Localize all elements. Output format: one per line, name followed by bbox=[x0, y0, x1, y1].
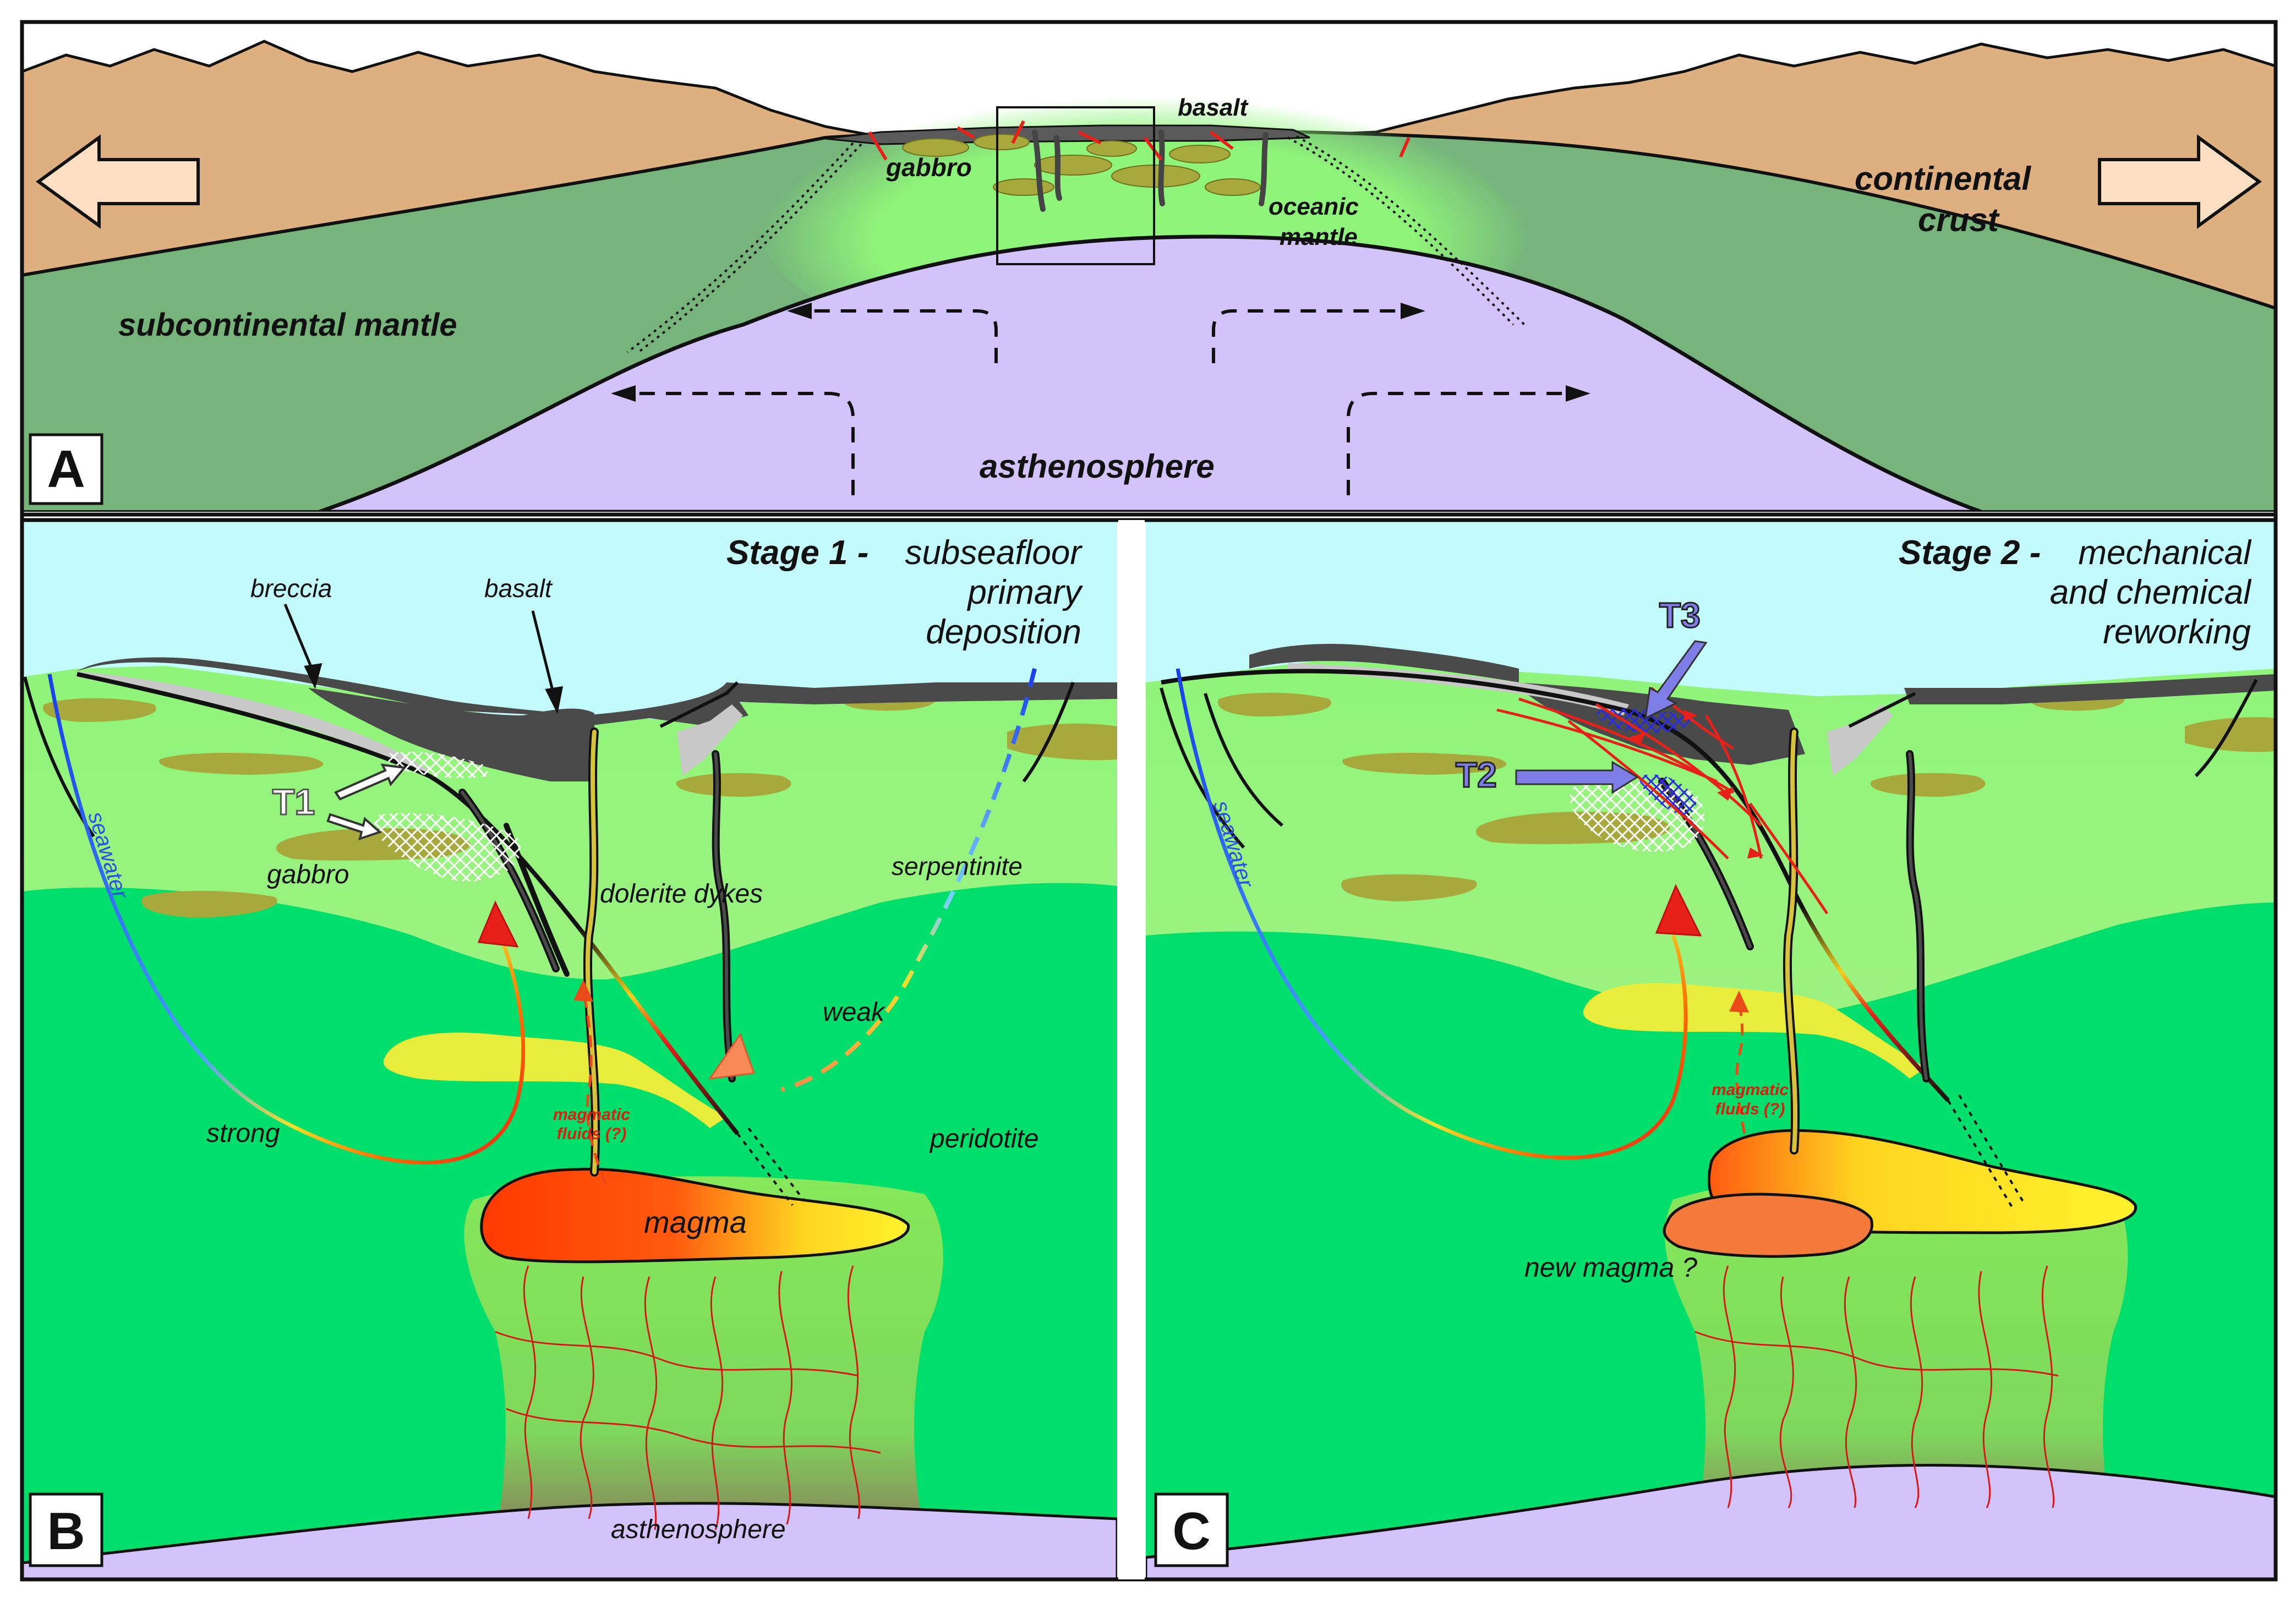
label-magmatic-c-1: magmatic bbox=[1712, 1081, 1789, 1099]
t2-hatch-blue bbox=[1639, 774, 1696, 815]
label-asthenosphere-b: asthenosphere bbox=[611, 1515, 786, 1544]
panel-letter-box-c bbox=[1154, 1492, 1229, 1567]
label-continental-crust-1: continental bbox=[1855, 160, 2031, 197]
serpentinite-path-b bbox=[781, 668, 1037, 1092]
label-t2: T2 bbox=[1456, 755, 1497, 795]
panel-letter-b: B bbox=[47, 1502, 85, 1561]
panel-letter-box-a bbox=[29, 433, 103, 505]
title-b-l1: subseafloor bbox=[905, 534, 1083, 572]
serpentinite-arrowhead-b bbox=[708, 1032, 756, 1080]
label-new-magma: new magma ? bbox=[1524, 1252, 1697, 1283]
title-c-l3: reworking bbox=[2103, 613, 2251, 651]
dykes-a bbox=[1032, 129, 1269, 212]
t3-hatch-blue bbox=[1596, 709, 1691, 734]
panel-letter-a: A bbox=[47, 440, 85, 499]
convection-arrows bbox=[627, 309, 1574, 495]
label-breccia-b: breccia bbox=[250, 574, 332, 603]
asthenosphere-dome bbox=[318, 234, 1982, 512]
seawater-arrowhead-b bbox=[477, 900, 519, 948]
inset-box bbox=[996, 106, 1155, 265]
seawater-arrowhead-c bbox=[1655, 884, 1702, 937]
seawater-path-c bbox=[1176, 668, 1688, 1160]
extension-arrow-left bbox=[35, 134, 200, 229]
plume-b bbox=[464, 1176, 943, 1541]
t1-hatch-upper bbox=[385, 752, 490, 779]
dykes-b bbox=[458, 728, 736, 1177]
label-oceanic-mantle-1: oceanic bbox=[1269, 193, 1359, 220]
title-c-l1: mechanical bbox=[2078, 534, 2252, 572]
title-c-l2: and chemical bbox=[2050, 573, 2253, 611]
red-faults-a bbox=[868, 120, 1411, 161]
title-b-l2: primary bbox=[966, 573, 1084, 611]
label-basalt-b: basalt bbox=[484, 574, 553, 603]
title-c-bold: Stage 2 - bbox=[1899, 534, 2041, 572]
label-serpentinite: serpentinite bbox=[892, 852, 1023, 880]
panel-c: Stage 2 - mechanical and chemical rework… bbox=[1146, 520, 2275, 1579]
detachment-lines-a bbox=[626, 135, 1526, 353]
pointer-arrows-b bbox=[283, 604, 564, 714]
panel-letter-c: C bbox=[1172, 1502, 1210, 1561]
melt-lens-b bbox=[383, 1032, 726, 1128]
extension-arrow-right bbox=[2098, 134, 2262, 229]
panel-gap bbox=[1118, 520, 1145, 1579]
label-basalt-a: basalt bbox=[1178, 94, 1249, 121]
label-t3: T3 bbox=[1659, 595, 1701, 635]
label-strong: strong bbox=[206, 1119, 280, 1148]
dykes-c bbox=[1658, 728, 1930, 1155]
faults-c bbox=[1160, 679, 2258, 849]
melt-veins-c bbox=[1694, 1265, 2059, 1508]
melt-lens-c bbox=[1583, 983, 1926, 1079]
breccia-c bbox=[1288, 663, 1629, 715]
label-t1: T1 bbox=[272, 781, 315, 822]
breccia-right-b bbox=[677, 704, 743, 776]
new-magma bbox=[1663, 1193, 1873, 1258]
t1-arrows bbox=[326, 763, 407, 841]
title-b-l3: deposition bbox=[926, 613, 1081, 651]
label-continental-crust-2: crust bbox=[1918, 201, 2000, 238]
asthenosphere-b bbox=[22, 1502, 1117, 1579]
label-magmatic-b-1: magmatic bbox=[553, 1106, 630, 1124]
label-gabbro-b: gabbro bbox=[267, 860, 349, 889]
panel-b: Stage 1 - subseafloor primary deposition… bbox=[22, 520, 1117, 1579]
label-subcontinental-mantle: subcontinental mantle bbox=[118, 307, 457, 343]
label-gabbro-a: gabbro bbox=[885, 153, 972, 182]
t1-hatch-lower bbox=[374, 813, 521, 882]
faults-b bbox=[23, 676, 1075, 838]
label-dolerite-dykes: dolerite dykes bbox=[600, 879, 763, 909]
label-magmatic-c-2: fluids (?) bbox=[1715, 1100, 1785, 1118]
label-magma: magma bbox=[644, 1205, 747, 1239]
magmatic-fluids-path-b bbox=[582, 990, 607, 1184]
convection-arrowheads bbox=[611, 303, 1590, 402]
basalt-layer-c bbox=[1249, 644, 1519, 682]
basalt-ridge-right-b bbox=[726, 682, 1117, 704]
melt-veins-b bbox=[495, 1265, 881, 1530]
panel-frames bbox=[20, 20, 2278, 1582]
label-oceanic-mantle-2: mantle bbox=[1280, 223, 1358, 250]
gabbro-bodies-a bbox=[902, 134, 1261, 196]
title-b-bold: Stage 1 - bbox=[726, 534, 868, 572]
basalt-layer-b bbox=[77, 657, 748, 726]
basalt-ridge-right-c bbox=[1904, 674, 2275, 704]
panel-letter-box-b bbox=[29, 1492, 103, 1567]
panel-a: basalt gabbro oceanic mantle continental… bbox=[22, 22, 2276, 512]
label-asthenosphere-a: asthenosphere bbox=[980, 448, 1215, 485]
t3-arrow bbox=[1644, 640, 1708, 720]
red-shear-arrowheads-c bbox=[1629, 710, 1764, 858]
label-weak: weak bbox=[823, 998, 886, 1027]
label-peridotite: peridotite bbox=[929, 1124, 1038, 1153]
magmatic-fluids-path-c bbox=[1735, 1001, 1746, 1134]
label-magmatic-b-2: fluids (?) bbox=[557, 1125, 627, 1143]
detachment-fault-c bbox=[1161, 669, 1950, 1102]
asthenosphere-c bbox=[1146, 1464, 2275, 1579]
t2-arrow bbox=[1515, 761, 1639, 794]
basalt-hump-b bbox=[308, 688, 594, 781]
seawater-path-b bbox=[47, 674, 526, 1165]
magma-chamber-b bbox=[480, 1167, 910, 1264]
